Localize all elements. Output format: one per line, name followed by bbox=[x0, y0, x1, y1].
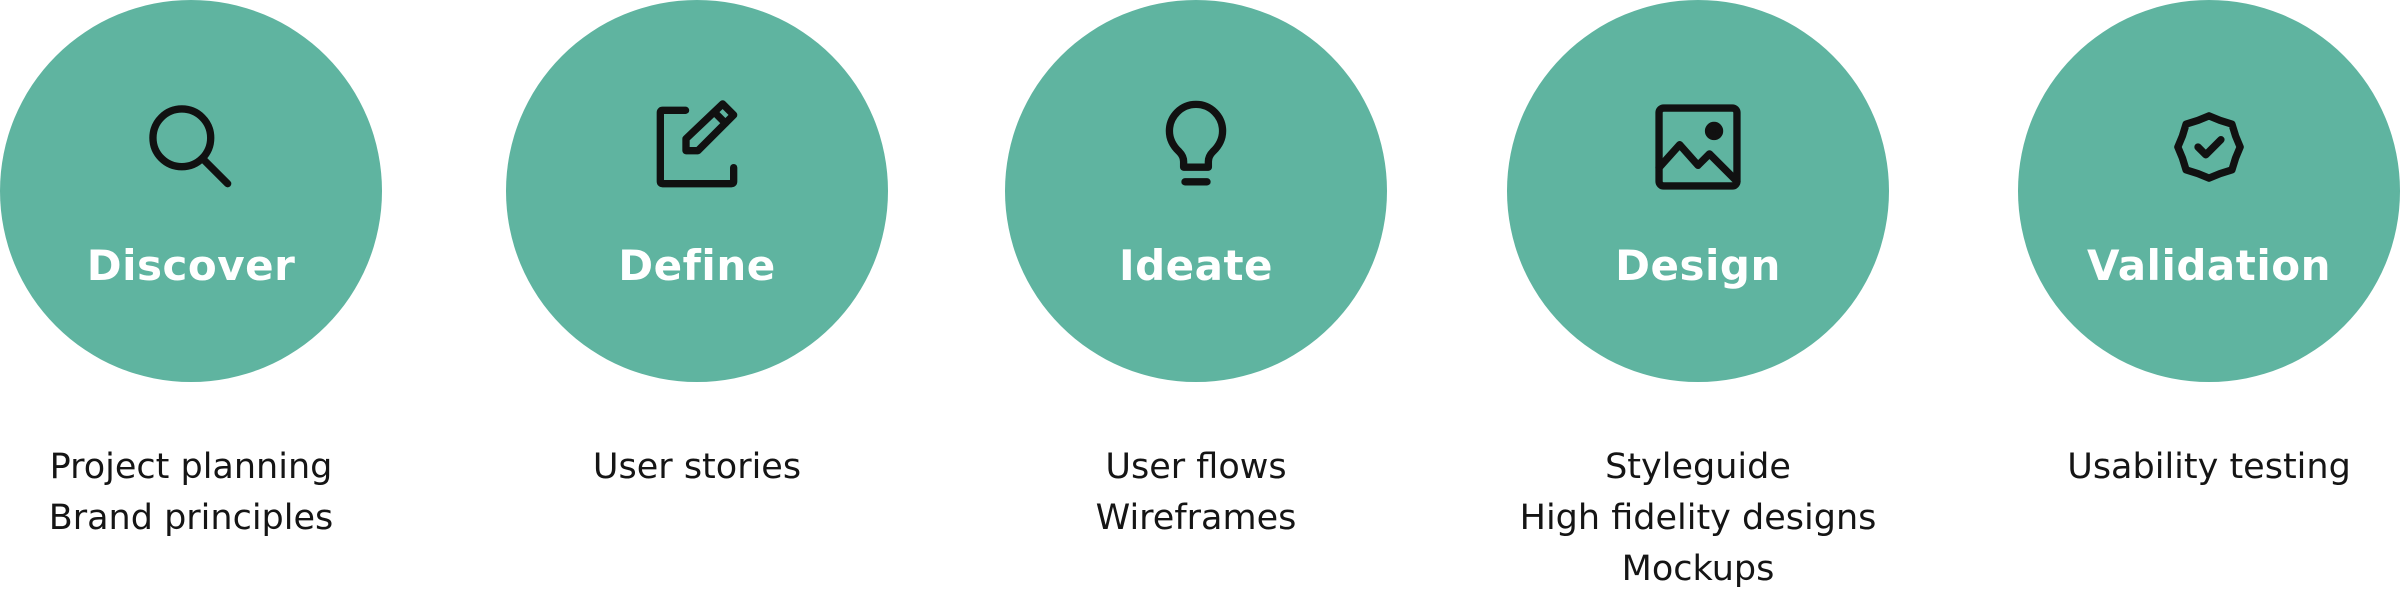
stage-circle bbox=[1005, 0, 1387, 382]
stage-activities: User stories bbox=[466, 442, 928, 493]
activity-item: Wireframes bbox=[1095, 498, 1297, 538]
stage-validation: Validation Usability testing bbox=[2018, 0, 2400, 597]
magnifier-icon bbox=[136, 92, 246, 202]
stage-title: Design bbox=[1615, 241, 1781, 290]
activity-item: User stories bbox=[592, 447, 802, 487]
stage-activities: Usability testing bbox=[1978, 442, 2400, 493]
stage-circle bbox=[0, 0, 382, 382]
pencil-square-icon bbox=[642, 92, 752, 202]
stage-title: Validation bbox=[2087, 241, 2331, 290]
stage-title: Define bbox=[618, 241, 776, 290]
stage-discover: Discover Project planning Brand principl… bbox=[0, 0, 382, 597]
stage-activities: User flows Wireframes bbox=[965, 442, 1427, 544]
stage-circle bbox=[1507, 0, 1889, 382]
activity-item: Project planning bbox=[49, 447, 333, 487]
stage-design: Design Styleguide High fidelity designs … bbox=[1507, 0, 1889, 597]
stage-activities: Styleguide High fidelity designs Mockups bbox=[1467, 442, 1929, 595]
activity-item: High fidelity designs bbox=[1519, 498, 1877, 538]
image-icon bbox=[1643, 92, 1753, 202]
stage-activities: Project planning Brand principles bbox=[0, 442, 422, 544]
activity-item: Usability testing bbox=[2067, 447, 2351, 487]
verified-badge-icon bbox=[2154, 92, 2264, 202]
activity-item: Styleguide bbox=[1605, 447, 1791, 487]
stage-circle bbox=[506, 0, 888, 382]
stage-define: Define User stories bbox=[506, 0, 888, 597]
stage-title: Ideate bbox=[1118, 241, 1274, 290]
stage-title: Discover bbox=[86, 241, 296, 290]
activity-item: Brand principles bbox=[48, 498, 334, 538]
activity-item: Mockups bbox=[1621, 549, 1775, 589]
lightbulb-icon bbox=[1141, 92, 1251, 202]
stage-ideate: Ideate User flows Wireframes bbox=[1005, 0, 1387, 597]
activity-item: User flows bbox=[1105, 447, 1287, 487]
stage-circle bbox=[2018, 0, 2400, 382]
